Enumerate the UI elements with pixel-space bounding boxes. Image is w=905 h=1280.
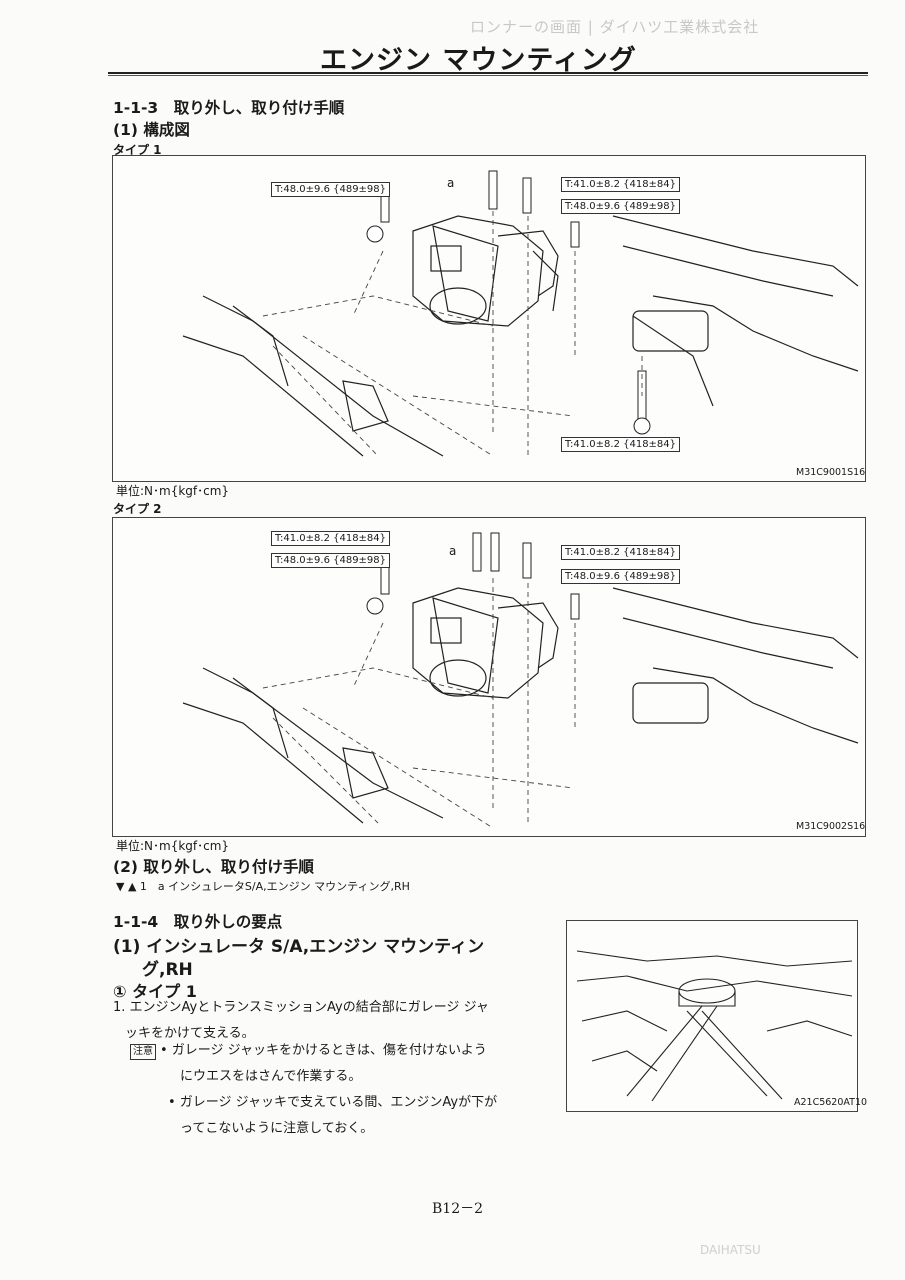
- figure-1-diagram: T:48.0±9.6 {489±98} a T:41.0±8.2 {418±84…: [112, 155, 866, 482]
- ghost-header-text: ロンナーの画面 | ダイハツ工業株式会社: [470, 18, 760, 36]
- figure-2-drawing: [182, 532, 859, 829]
- unit-label-1: 単位:N･m{kgf･cm}: [116, 484, 230, 498]
- procedure-line: ▼ ▲ 1 a インシュレータS/A,エンジン マウンティング,RH: [116, 880, 410, 893]
- jack-support-drawing: [576, 950, 853, 1102]
- torque-spec-top-right: T:41.0±8.2 {418±84}: [561, 177, 681, 192]
- step-number: 1.: [113, 1000, 126, 1015]
- page-number: B12－2: [432, 1201, 484, 1217]
- torque-spec-left: T:48.0±9.6 {489±98}: [271, 553, 391, 568]
- callout-a: a: [449, 544, 457, 558]
- page-title: エンジン マウンティング: [320, 45, 637, 76]
- caution-badge: 注意: [130, 1044, 156, 1060]
- step-text-cont: ッキをかけて支える。: [125, 1026, 255, 1041]
- caution-note-2-cont: ってこないように注意しておく。: [180, 1121, 374, 1136]
- torque-spec-right: T:48.0±9.6 {489±98}: [561, 199, 681, 214]
- torque-spec-bottom: T:41.0±8.2 {418±84}: [561, 437, 681, 452]
- photo-code: A21C5620AT10: [794, 1097, 868, 1108]
- title-divider: [108, 72, 868, 74]
- caution-note-1-cont: にウエスをはさんで作業する。: [180, 1069, 362, 1084]
- figure-code: M31C9001S16: [796, 467, 866, 478]
- title-divider-thin: [108, 75, 868, 76]
- section-113-heading: 1-1-3 取り外し、取り付け手順: [113, 99, 345, 117]
- type1-circle-label: ① タイプ 1: [113, 982, 197, 1001]
- figure-code: M31C9002S16: [796, 821, 866, 832]
- torque-spec-left-top: T:41.0±8.2 {418±84}: [271, 531, 391, 546]
- section-114-heading: 1-1-4 取り外しの要点: [113, 913, 283, 931]
- type1-label: タイプ 1: [113, 143, 162, 157]
- jack-support-illustration: A21C5620AT10: [566, 920, 867, 1112]
- figure-1-drawing: [182, 170, 859, 457]
- torque-spec-top-right: T:41.0±8.2 {418±84}: [561, 545, 681, 560]
- section-113-sub2: (2) 取り外し、取り付け手順: [113, 858, 314, 876]
- torque-spec-right: T:48.0±9.6 {489±98}: [561, 569, 681, 584]
- section-113-sub1: (1) 構成図: [113, 121, 190, 139]
- type2-label: タイプ 2: [113, 502, 162, 516]
- ghost-footer-text: DAIHATSU: [700, 1243, 761, 1257]
- caution-note-2: • ガレージ ジャッキで支えている間、エンジンAyが下が: [168, 1095, 498, 1110]
- caution-note-1: • ガレージ ジャッキをかけるときは、傷を付けないよう: [160, 1043, 487, 1058]
- caution-notes: 注意 • ガレージ ジャッキをかけるときは、傷を付けないよう にウエスをはさんで作…: [130, 1038, 560, 1142]
- section-114-sub1-line2: グ,RH: [142, 960, 193, 980]
- torque-spec-left: T:48.0±9.6 {489±98}: [271, 182, 391, 197]
- callout-a: a: [447, 176, 455, 190]
- step-1: 1. エンジンAyとトランスミッションAyの結合部にガレージ ジャ ッキをかけて…: [113, 995, 563, 1047]
- section-114-sub1-line1: (1) インシュレータ S/A,エンジン マウンティン: [113, 937, 485, 957]
- figure-2-diagram: T:41.0±8.2 {418±84} T:48.0±9.6 {489±98} …: [112, 517, 866, 837]
- step-text: エンジンAyとトランスミッションAyの結合部にガレージ ジャ: [129, 1000, 489, 1015]
- unit-label-2: 単位:N･m{kgf･cm}: [116, 839, 230, 853]
